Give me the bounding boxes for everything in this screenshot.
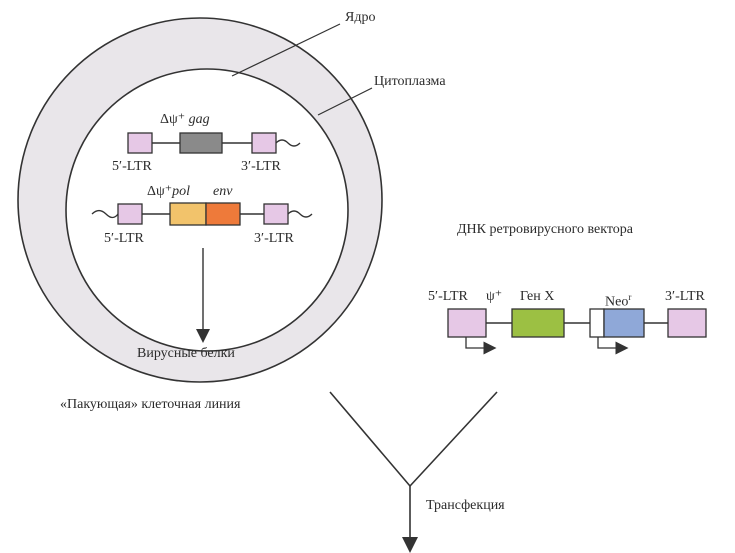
construct1-ltr-left-box — [127, 132, 153, 154]
construct2-env-box — [205, 202, 241, 226]
construct1-gag-label: gag — [188, 112, 210, 127]
construct2-pol-label: pol — [172, 184, 191, 199]
vector-ltr-right-box — [667, 308, 707, 338]
construct1-gag-box — [179, 132, 223, 154]
construct2-wavy-end — [287, 210, 313, 218]
vector-ltr-left-label: 5′-LTR — [428, 289, 468, 304]
vector-neo-label-wrap: Neor — [605, 289, 631, 311]
construct2-ltr-right-box — [263, 203, 289, 225]
nucleus-leader-line — [231, 23, 341, 77]
construct1-wavy-end — [275, 139, 301, 147]
construct2-delta-psi: Δψ⁺ — [147, 184, 173, 199]
construct1-delta-psi: Δψ⁺ — [160, 112, 186, 127]
viral-proteins-label: Вирусные белки — [137, 346, 235, 361]
transfection-label: Трансфекция — [426, 498, 505, 513]
construct1-header: Δψ⁺ gag — [160, 112, 210, 128]
construct2-header: Δψ⁺pol — [147, 184, 190, 200]
construct2-ltr-left-label: 5′-LTR — [104, 231, 144, 246]
construct2-ltr-left-box — [117, 203, 143, 225]
vector-promoter-arrow-2 — [597, 337, 629, 355]
vector-ltr-left-box — [447, 308, 487, 338]
construct1-ltr-right-box — [251, 132, 277, 154]
vector-promoter-arrow-1 — [465, 337, 497, 355]
cytoplasm-leader-line — [317, 87, 373, 116]
vector-neo-label: Neo — [605, 294, 629, 310]
construct2-ltr-right-label: 3′-LTR — [254, 231, 294, 246]
merge-line-right — [409, 391, 498, 487]
vector-genex-label: Ген X — [520, 289, 555, 304]
vector-title: ДНК ретровирусного вектора — [457, 222, 634, 237]
packaging-line-label: «Пакующая» клеточная линия — [60, 397, 241, 412]
construct2-wavy-start — [91, 209, 119, 219]
construct1-ltr-right-label: 3′-LTR — [241, 159, 281, 174]
vector-ltr-right-label: 3′-LTR — [665, 289, 705, 304]
vector-psi-label: ψ⁺ — [486, 289, 503, 304]
construct2-env-label: env — [213, 184, 233, 199]
merge-line-left — [329, 391, 411, 487]
vector-neo-sup: r — [628, 292, 632, 302]
vector-genex-box — [511, 308, 565, 338]
construct2-pol-box — [169, 202, 207, 226]
vector-neo-box — [603, 308, 645, 338]
vector-promoter-box — [589, 308, 605, 338]
nucleus-label: Ядро — [345, 10, 376, 25]
construct1-ltr-left-label: 5′-LTR — [112, 159, 152, 174]
cytoplasm-label: Цитоплазма — [374, 74, 446, 89]
